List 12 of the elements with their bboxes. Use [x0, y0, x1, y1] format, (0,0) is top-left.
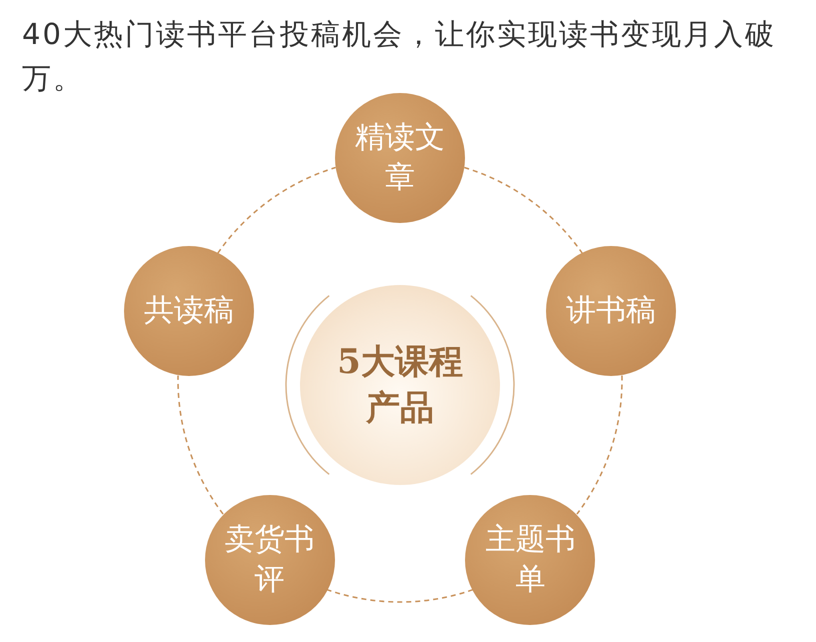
dashed-arc-connector — [464, 166, 583, 254]
circle-label: 共读稿 — [142, 292, 235, 330]
dashed-arc-connector — [217, 166, 336, 254]
circle-label: 讲书稿 — [565, 292, 658, 330]
dashed-arc-connector — [326, 588, 474, 603]
title: 40大热门读书平台投稿机会，让你实现读书变现月入破万。 — [22, 16, 777, 97]
circle-label: 5大课程产品 — [336, 341, 464, 430]
circle-label: 卖货书评 — [224, 520, 316, 599]
dashed-arc-connector — [177, 375, 224, 515]
dashed-arc-connector — [576, 375, 623, 515]
circle-label: 精读文章 — [354, 119, 446, 197]
circle-label: 主题书单 — [484, 520, 576, 599]
